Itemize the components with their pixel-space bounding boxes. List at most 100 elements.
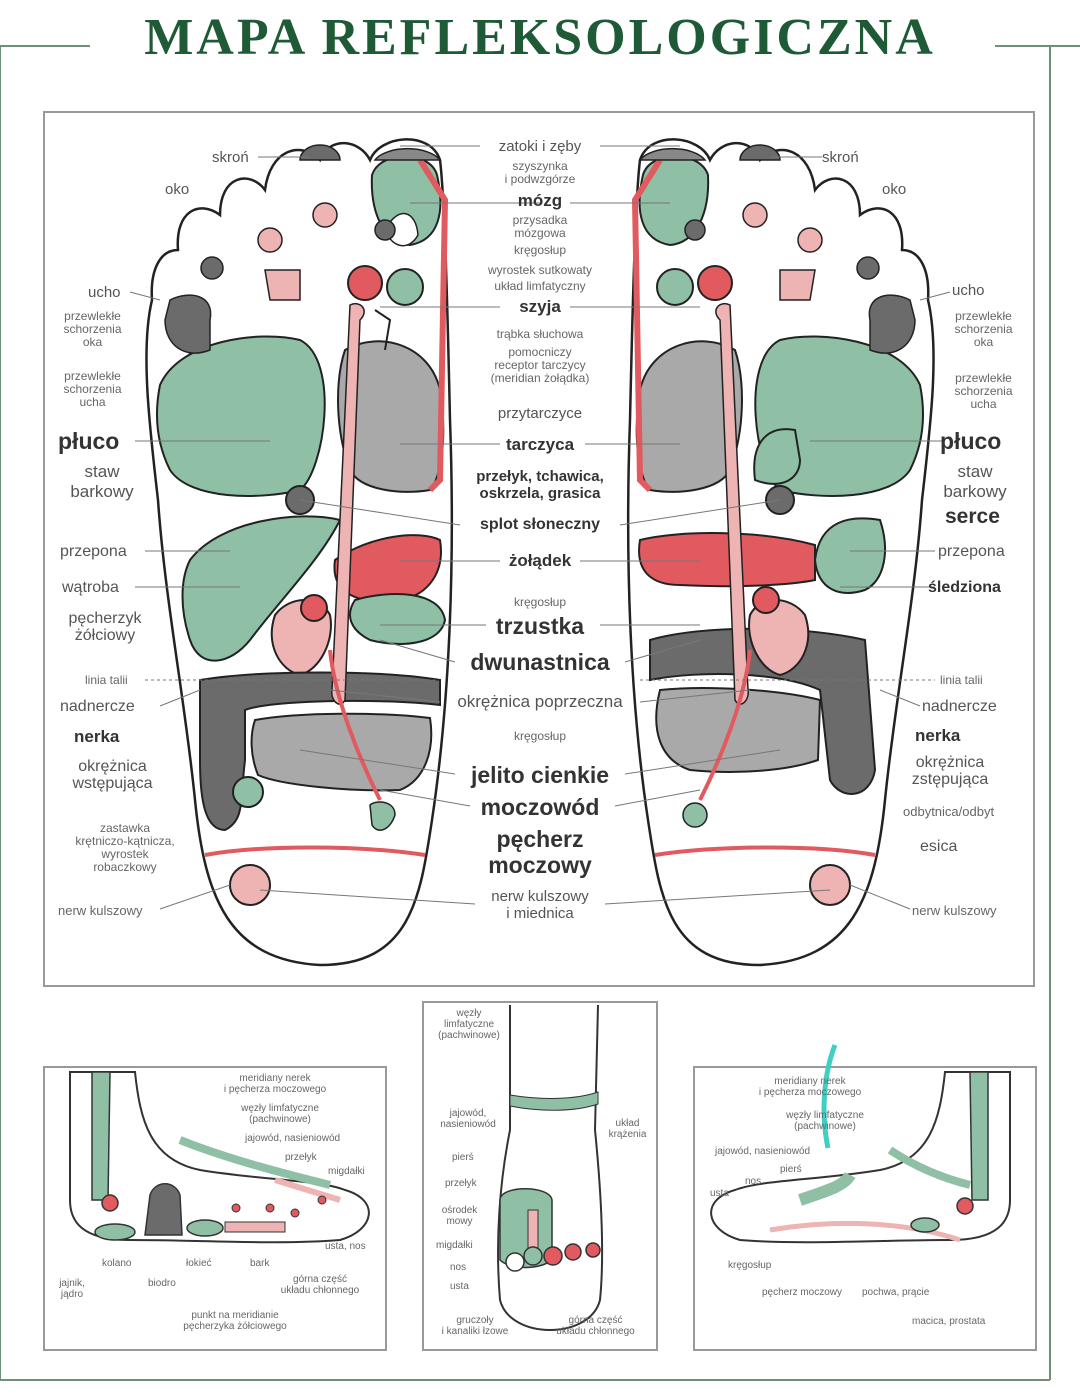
- right-label-nadnercze: nadnercze: [922, 698, 997, 715]
- p1-kolano: kolano: [102, 1258, 132, 1269]
- label-trabka: trąbka słuchowa: [496, 327, 584, 341]
- label-przytarczyce: przytarczyce: [497, 405, 583, 422]
- left-label-nerw: nerw kulszowy: [58, 903, 143, 918]
- label-kregoslup-3: kręgosłup: [513, 729, 567, 743]
- label-zoladek: żołądek: [508, 551, 572, 570]
- label-szyszynka: szyszynka i podwzgórze: [504, 159, 576, 186]
- p3-meridiany: meridiany nerek i pęcherza moczowego: [758, 1076, 862, 1098]
- label-tarczyca: tarczyca: [505, 435, 575, 454]
- p1-przelyk: przełyk: [285, 1152, 317, 1163]
- left-label-przepona: przepona: [60, 543, 127, 560]
- left-label-staw: staw barkowy: [70, 462, 134, 501]
- p1-bark: bark: [250, 1258, 270, 1269]
- p3-piers: pierś: [780, 1164, 802, 1175]
- label-nerw-center: nerw kulszowy i miednica: [491, 888, 589, 922]
- right-label-ucho: ucho: [952, 282, 985, 299]
- label-uklad: układ limfatyczny: [494, 279, 586, 293]
- page-title: MAPA REFLEKSOLOGICZNA: [144, 9, 936, 66]
- label-pomocniczy: pomocniczy receptor tarczycy (meridian ż…: [490, 345, 590, 385]
- p1-gorna: górna część układu chłonnego: [280, 1274, 360, 1296]
- left-foot: [145, 138, 454, 967]
- right-label-nerka: nerka: [915, 726, 961, 745]
- label-zatoki: zatoki i zęby: [498, 138, 582, 155]
- p2-wezly: węzły limfatyczne (pachwinowe): [438, 1008, 500, 1041]
- label-trzustka: trzustka: [495, 613, 585, 639]
- panel-1-foot: [69, 1071, 370, 1244]
- p1-punkt: punkt na meridianie pęcherzyka żółcioweg…: [183, 1310, 287, 1332]
- left-label-schorzenia-ucha: przewlekłe schorzenia ucha: [63, 369, 122, 409]
- label-dwunastnica: dwunastnica: [470, 649, 610, 675]
- p3-wezly: węzły limfatyczne (pachwinowe): [786, 1110, 864, 1132]
- label-kregoslup-2: kręgosłup: [513, 595, 567, 609]
- p1-jajnik: jajnik, jądro: [59, 1278, 85, 1300]
- left-label-linia: linia talii: [85, 673, 128, 687]
- right-label-pluco: płuco: [940, 428, 1002, 454]
- p1-usta: usta, nos: [325, 1241, 366, 1252]
- p3-usta: usta: [710, 1188, 729, 1199]
- panel-2-border: [422, 1001, 658, 1351]
- label-jelito: jelito cienkie: [470, 762, 610, 788]
- p3-macica: macica, prostata: [912, 1316, 986, 1327]
- label-mozg: mózg: [517, 191, 563, 210]
- p2-nos: nos: [450, 1262, 467, 1273]
- label-przysadka: przysadka mózgowa: [512, 213, 568, 240]
- p3-kregoslup: kręgosłup: [728, 1260, 772, 1271]
- p2-gruczoly: gruczoły i kanaliki łzowe: [441, 1315, 509, 1337]
- right-label-odbytnica: odbytnica/odbyt: [903, 804, 995, 819]
- right-label-przepona: przepona: [938, 543, 1005, 560]
- panel-2-foot: [497, 1004, 604, 1331]
- p3-pochwa: pochwa, prącie: [862, 1287, 930, 1298]
- label-wyrostek: wyrostek sutkowaty: [487, 263, 593, 277]
- left-label-oko: oko: [165, 181, 190, 198]
- p2-przelyk: przełyk: [445, 1178, 477, 1189]
- panel-1-border: [43, 1066, 387, 1351]
- right-label-serce: serce: [945, 505, 1000, 528]
- teal-mark: [821, 1044, 838, 1149]
- left-label-schorzenia-oka: przewlekłe schorzenia oka: [63, 309, 122, 349]
- label-okreznica-poprzeczna: okrężnica poprzeczna: [457, 692, 623, 711]
- left-label-okreznica: okrężnica wstępująca: [72, 758, 153, 792]
- label-przelyk: przełyk, tchawica, oskrzela, grasica: [476, 468, 604, 502]
- p3-pecherz: pęcherz moczowy: [762, 1287, 843, 1298]
- left-label-zastawka: zastawka krętniczo-kątnicza, wyrostek ro…: [75, 821, 175, 874]
- p2-usta: usta: [450, 1281, 469, 1292]
- right-label-nerw: nerw kulszowy: [912, 903, 997, 918]
- right-foot: [626, 138, 935, 967]
- left-label-watroba: wątroba: [62, 579, 119, 596]
- right-label-linia: linia talii: [940, 673, 983, 687]
- right-label-esica: esica: [920, 838, 958, 855]
- right-label-schorzenia-oka: przewlekłe schorzenia oka: [954, 309, 1013, 349]
- p1-migdalki: migdałki: [328, 1166, 365, 1177]
- panel-3-foot: [710, 1071, 1011, 1244]
- left-label-ucho: ucho: [88, 284, 121, 301]
- label-kregoslup-1: kręgosłup: [513, 243, 567, 257]
- right-label-schorzenia-ucha: przewlekłe schorzenia ucha: [954, 371, 1013, 411]
- p2-uklad: układ krążenia: [608, 1118, 647, 1140]
- p2-osrodek: ośrodek mowy: [441, 1205, 478, 1227]
- left-label-pecherzyk: pęcherzyk żółciowy: [68, 610, 142, 644]
- p1-lokiec: łokieć: [186, 1258, 212, 1269]
- right-label-skron: skroń: [822, 149, 859, 166]
- p1-wezly: węzły limfatyczne (pachwinowe): [241, 1103, 319, 1125]
- label-moczowod: moczowód: [480, 794, 600, 820]
- outer-frame: [0, 45, 1080, 1381]
- left-label-pluco: płuco: [58, 428, 120, 454]
- p2-migdalki: migdałki: [436, 1240, 473, 1251]
- p1-jajowod: jajowód, nasieniowód: [245, 1133, 341, 1144]
- main-panel-border: [43, 111, 1035, 987]
- right-label-okreznica: okrężnica zstępująca: [911, 754, 989, 788]
- label-splot: splot słoneczny: [479, 516, 601, 533]
- label-szyja: szyja: [519, 297, 561, 316]
- p2-piers: pierś: [452, 1152, 474, 1163]
- leader-lines: [129, 145, 951, 910]
- p3-nos: nos: [745, 1176, 762, 1187]
- right-label-staw: staw barkowy: [943, 462, 1007, 501]
- p2-gorna: górna część układu chłonnego: [556, 1315, 635, 1337]
- p2-jajowod: jajowód, nasieniowód: [440, 1108, 496, 1130]
- p3-jajowod: jajowód, nasieniowód: [715, 1146, 811, 1157]
- left-label-nadnercze: nadnercze: [60, 698, 135, 715]
- right-label-oko: oko: [882, 181, 907, 198]
- left-label-nerka: nerka: [74, 727, 120, 746]
- right-label-sledziona: śledziona: [928, 579, 1001, 596]
